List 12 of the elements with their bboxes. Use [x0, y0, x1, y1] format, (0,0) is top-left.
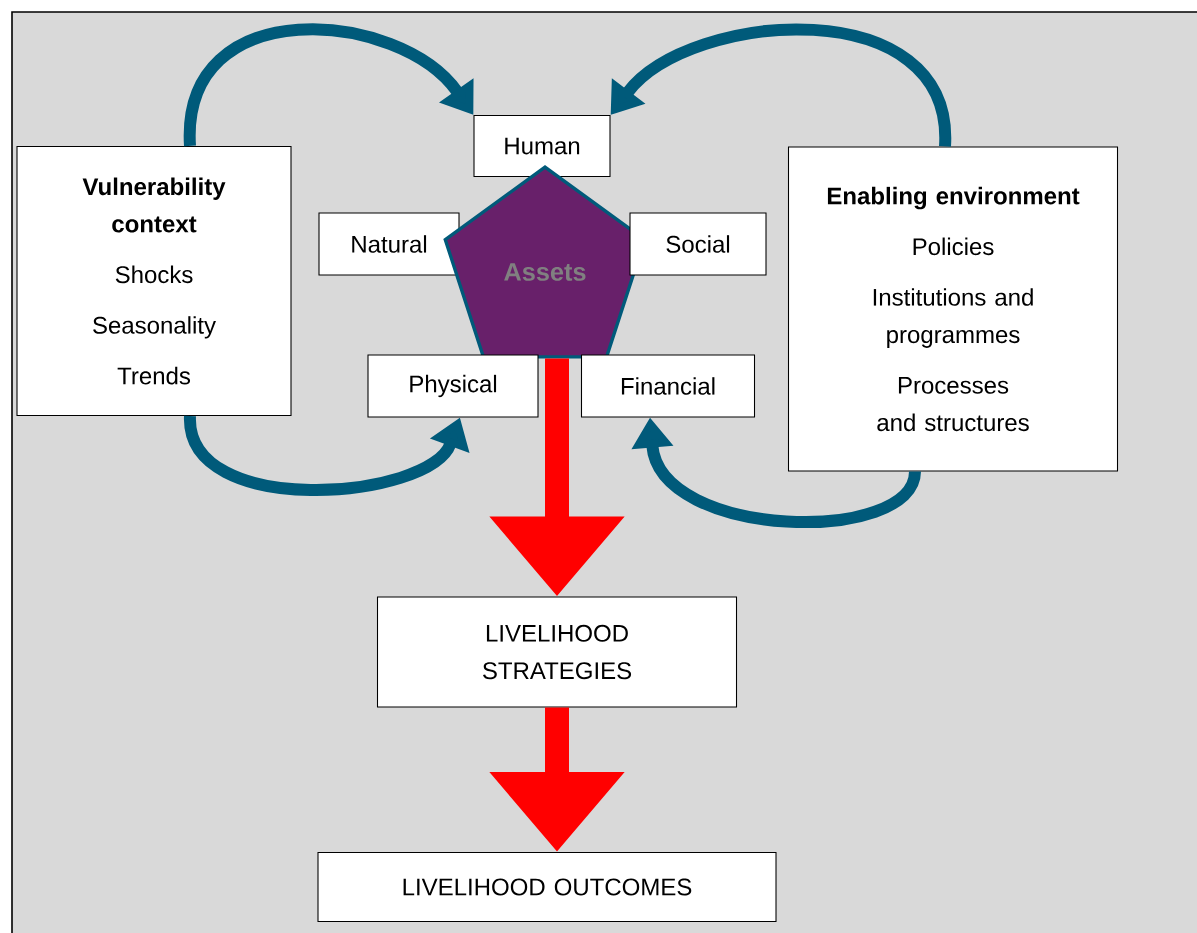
- outcomes-box: LIVELIHOOD OUTCOMES: [317, 851, 777, 923]
- context-box: Vulnerability context Shocks Seasonality Trends: [16, 145, 292, 417]
- asset-box: Natural: [318, 212, 460, 276]
- strategies-box: LIVELIHOOD STRATEGIES: [376, 596, 738, 708]
- asset-box: Financial: [580, 354, 756, 418]
- curved-arrow: [610, 23, 951, 147]
- asset-box: Social: [629, 212, 767, 276]
- asset-box: Human: [473, 114, 611, 178]
- environment-box: Enabling environment Policies Institutions and programmes Processes and structures: [787, 146, 1119, 472]
- curved-arrow: [184, 23, 474, 147]
- asset-box: Physical: [367, 354, 539, 418]
- asset-pentagon: Assets: [443, 165, 647, 359]
